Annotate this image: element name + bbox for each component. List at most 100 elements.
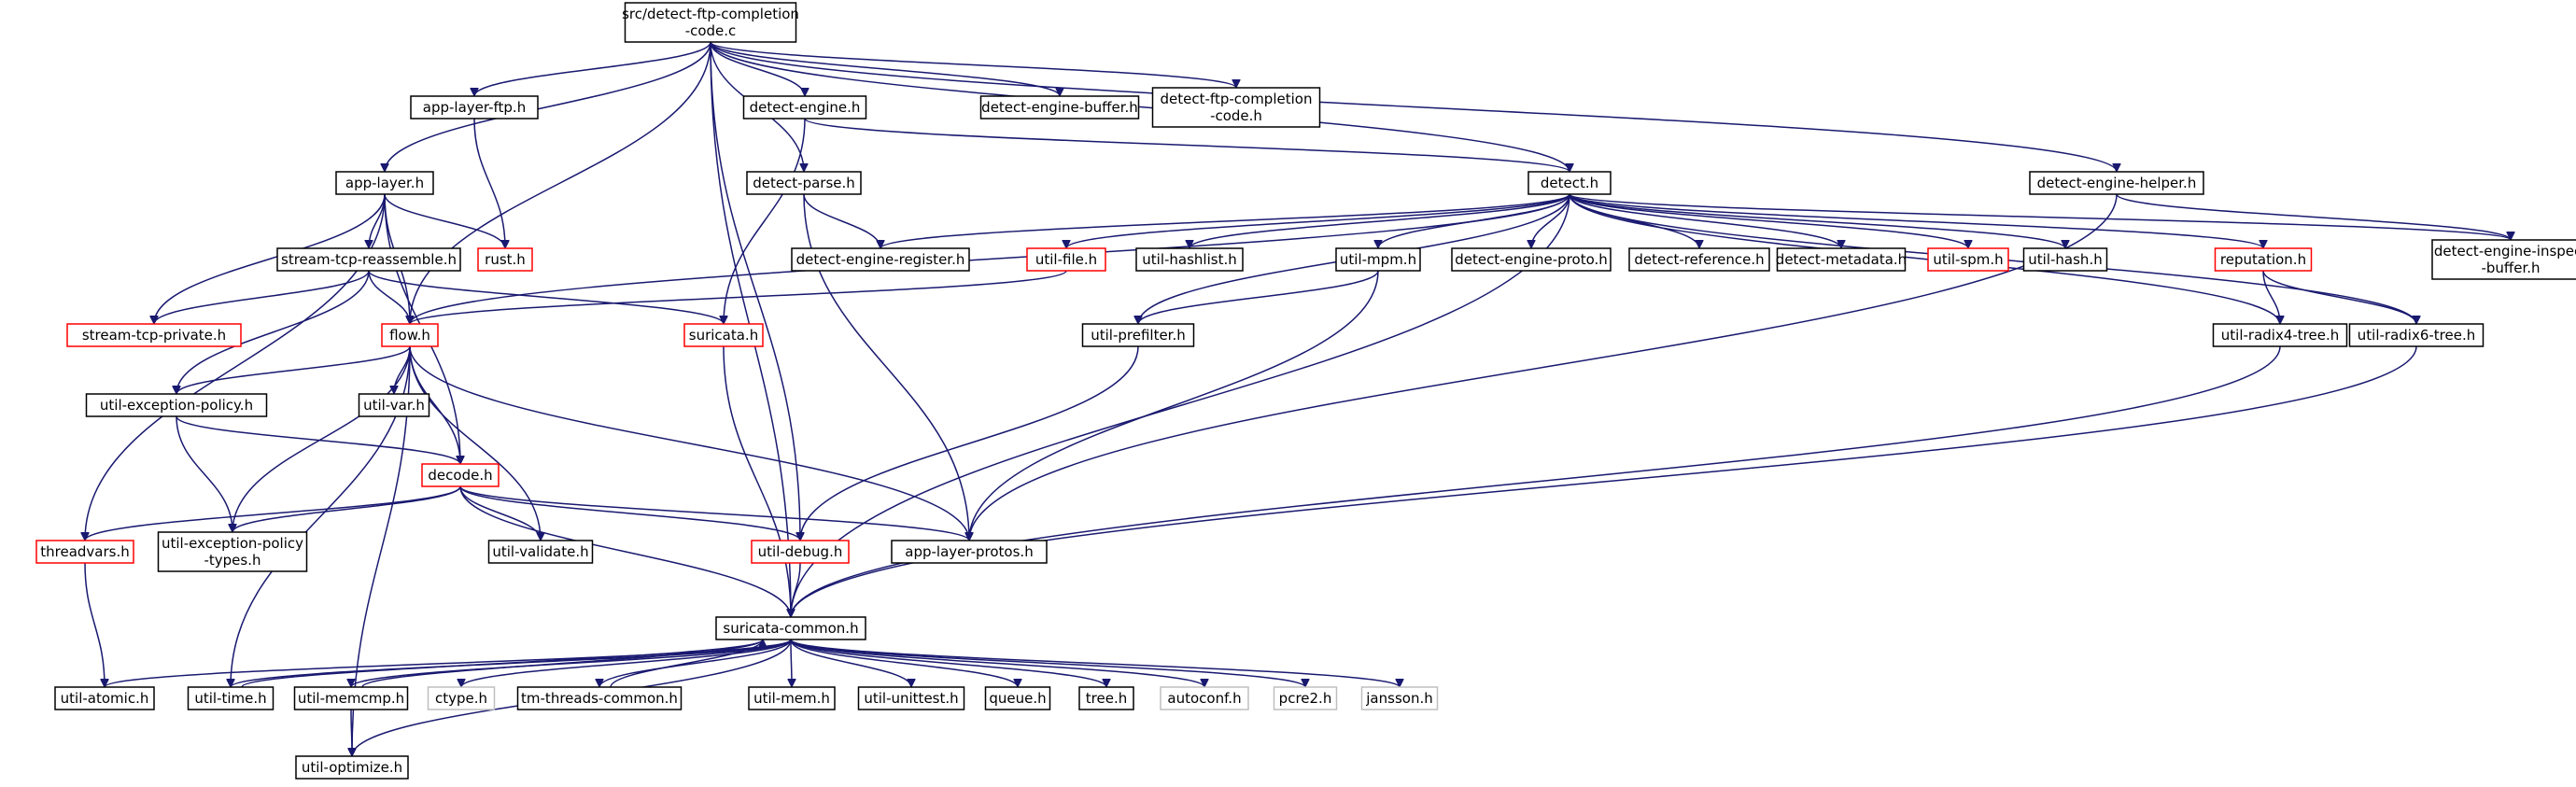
node-detect-engine-inspect-buffer[interactable]: detect-engine-inspect-buffer.h (2431, 239, 2576, 280)
node-label: util-hash.h (2028, 251, 2102, 268)
node-label: rust.h (485, 251, 526, 268)
edge-detect-engine-to-detect (804, 118, 1570, 173)
node-queue[interactable]: queue.h (984, 686, 1051, 710)
edge-detect-to-flow (410, 193, 1570, 325)
node-util-hash[interactable]: util-hash.h (2022, 247, 2108, 272)
node-label: util-var.h (363, 397, 425, 414)
node-detect-engine-buffer[interactable]: detect-engine-buffer.h (979, 95, 1140, 119)
node-util-mem[interactable]: util-mem.h (748, 686, 836, 710)
node-box (2029, 171, 2204, 195)
node-label: util-debug.h (758, 543, 843, 560)
node-label: util-memcmp.h (298, 690, 404, 707)
node-label: detect-ftp-completion (1161, 91, 1313, 107)
node-detect-engine-register[interactable]: detect-engine-register.h (791, 247, 970, 272)
edge-detect-to-reputation (1569, 193, 2263, 249)
edge-root-to-detect-ftp-completion-code (710, 41, 1236, 89)
node-detect-reference[interactable]: detect-reference.h (1628, 247, 1770, 272)
node-tree[interactable]: tree.h (1078, 686, 1134, 710)
node-label: util-prefilter.h (1091, 327, 1186, 344)
node-root: src/detect-ftp-completion-code.c (622, 2, 799, 43)
edge-detect-parse-to-detect-engine-register (803, 193, 880, 249)
node-app-layer-ftp[interactable]: app-layer-ftp.h (410, 95, 539, 119)
node-app-layer-protos[interactable]: app-layer-protos.h (891, 540, 1048, 564)
node-jansson[interactable]: jansson.h (1360, 686, 1439, 710)
node-box (984, 686, 1051, 710)
edge-decode-to-util-exception-policy-types (232, 485, 461, 533)
node-label: reputation.h (2220, 251, 2306, 268)
edge-root-to-app-layer (385, 41, 711, 172)
node-pcre2[interactable]: pcre2.h (1273, 686, 1338, 710)
node-detect-parse[interactable]: detect-parse.h (746, 171, 862, 195)
node-util-unittest[interactable]: util-unittest.h (857, 686, 965, 710)
node-decode[interactable]: decode.h (421, 463, 500, 487)
edge-stream-tcp-reassemble-to-util-exception-policy (176, 270, 370, 394)
node-detect[interactable]: detect.h (1527, 171, 1612, 195)
node-ctype[interactable]: ctype.h (427, 686, 496, 710)
edge-util-memcmp-to-util-optimize (351, 709, 352, 756)
node-util-debug[interactable]: util-debug.h (751, 540, 850, 564)
node-label: util-mpm.h (1340, 251, 1416, 268)
node-suricata[interactable]: suricata.h (683, 323, 764, 347)
node-suricata-common[interactable]: suricata-common.h (715, 616, 866, 640)
node-stream-tcp-reassemble[interactable]: stream-tcp-reassemble.h (276, 247, 461, 272)
nodes-layer: src/detect-ftp-completion-code.c app-laye… (35, 2, 2576, 780)
node-detect-ftp-completion-code[interactable]: detect-ftp-completion-code.h (1151, 87, 1321, 128)
edge-stream-tcp-reassemble-to-stream-tcp-private (154, 270, 370, 325)
node-box (85, 393, 268, 417)
edge-tm-threads-common-to-suricata-common (610, 639, 763, 688)
node-util-memcmp[interactable]: util-memcmp.h (293, 686, 409, 710)
edge-reputation-to-util-radix6-tree (2262, 270, 2416, 325)
node-label: detect-engine-inspect (2434, 243, 2576, 260)
edge-stream-tcp-reassemble-to-suricata (368, 270, 724, 325)
node-util-mpm[interactable]: util-mpm.h (1335, 247, 1421, 272)
node-util-radix4-tree[interactable]: util-radix4-tree.h (2212, 323, 2348, 347)
node-util-var[interactable]: util-var.h (358, 393, 430, 417)
node-box (516, 686, 683, 710)
node-label: decode.h (428, 467, 492, 484)
node-util-hashlist[interactable]: util-hashlist.h (1135, 247, 1244, 272)
node-util-radix6-tree[interactable]: util-radix6-tree.h (2348, 323, 2485, 347)
node-label: detect-engine-buffer.h (981, 99, 1138, 116)
node-util-exception-policy-types[interactable]: util-exception-policy-types.h (157, 531, 308, 572)
edge-app-layer-to-rust (384, 193, 505, 249)
node-util-exception-policy[interactable]: util-exception-policy.h (85, 393, 268, 417)
edge-util-memcmp-to-suricata-common (361, 639, 763, 688)
node-label: stream-tcp-private.h (82, 327, 226, 344)
node-box (2431, 239, 2576, 280)
node-util-spm[interactable]: util-spm.h (1927, 247, 2009, 272)
node-label: util-mem.h (753, 690, 830, 707)
node-app-layer[interactable]: app-layer.h (335, 171, 434, 195)
node-util-validate[interactable]: util-validate.h (487, 540, 594, 564)
node-util-time[interactable]: util-time.h (187, 686, 274, 710)
node-detect-engine-proto[interactable]: detect-engine-proto.h (1451, 247, 1612, 272)
edge-decode-to-app-layer-protos (459, 485, 969, 541)
node-box (791, 247, 970, 272)
node-flow[interactable]: flow.h (381, 323, 439, 347)
node-detect-metadata[interactable]: detect-metadata.h (1776, 247, 1907, 272)
node-util-prefilter[interactable]: util-prefilter.h (1081, 323, 1195, 347)
node-label: stream-tcp-reassemble.h (281, 251, 457, 268)
node-tm-threads-common[interactable]: tm-threads-common.h (516, 686, 683, 710)
node-label: detect-engine-proto.h (1455, 251, 1608, 268)
node-label: tree.h (1086, 690, 1127, 707)
node-detect-engine[interactable]: detect-engine.h (742, 95, 867, 119)
node-threadvars[interactable]: threadvars.h (35, 540, 134, 564)
node-label: util-time.h (194, 690, 266, 707)
node-detect-engine-helper[interactable]: detect-engine-helper.h (2029, 171, 2204, 195)
node-util-file[interactable]: util-file.h (1026, 247, 1106, 272)
node-util-optimize[interactable]: util-optimize.h (295, 755, 409, 780)
edge-detect-parse-to-app-layer-protos (803, 193, 969, 541)
edges-layer (85, 41, 2511, 757)
edge-decode-to-util-debug (459, 485, 800, 541)
node-autoconf[interactable]: autoconf.h (1160, 686, 1249, 710)
node-box (1776, 247, 1907, 272)
node-reputation[interactable]: reputation.h (2214, 247, 2313, 272)
node-stream-tcp-private[interactable]: stream-tcp-private.h (66, 323, 242, 347)
edge-suricata-common-to-pcre2 (790, 639, 1305, 688)
node-box (748, 686, 836, 710)
node-util-atomic[interactable]: util-atomic.h (54, 686, 155, 710)
node-box (2022, 247, 2108, 272)
edge-app-layer-to-threadvars (85, 193, 386, 541)
node-rust[interactable]: rust.h (477, 247, 533, 272)
node-label: util-optimize.h (302, 759, 402, 776)
